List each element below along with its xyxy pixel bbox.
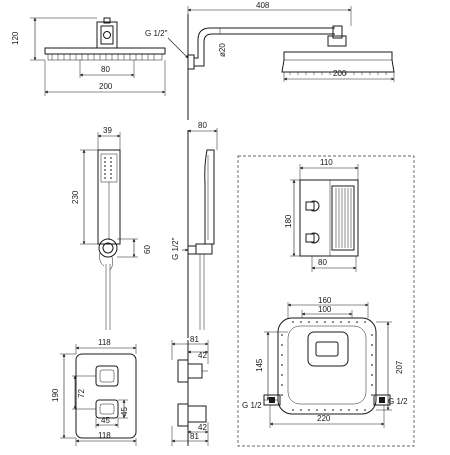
installation-box-region: 110 180 80 160 — [237, 155, 415, 447]
dim-207: 207 — [395, 360, 404, 374]
dim-80-box: 80 — [318, 258, 327, 267]
dim-80-head: 80 — [101, 65, 110, 74]
label-g12-left: G 1/2 — [242, 401, 262, 410]
label-g12-right: G 1/2 — [388, 397, 408, 406]
hand-shower-side-view: 80 G 1/2" — [171, 121, 218, 338]
dim-72: 72 — [77, 389, 86, 398]
dim-81-bottom: 81 — [190, 432, 199, 441]
dim-45-v: 45 — [120, 407, 129, 416]
dim-230: 230 — [71, 190, 80, 204]
dim-118-top: 118 — [98, 338, 111, 347]
dim-120: 120 — [11, 31, 20, 45]
label-g12-side: G 1/2" — [171, 237, 180, 260]
dashed-frame — [237, 155, 415, 447]
dim-200-head-right: 200 — [333, 69, 347, 78]
dim-118-bottom: 118 — [98, 431, 111, 440]
mixer-body-side: 110 180 80 — [284, 158, 359, 272]
dim-39: 39 — [103, 126, 112, 135]
mounting-box-front: 160 100 145 207 220 G 1/2 G 1/2 — [242, 296, 408, 428]
dim-160: 160 — [318, 296, 332, 305]
hand-shower-front-view: 39 230 60 — [71, 126, 152, 330]
perimeter-dots — [281, 321, 373, 411]
dim-42-top: 42 — [198, 351, 207, 360]
cover-plate-side-view: 81 42 42 81 — [171, 335, 209, 446]
dim-60: 60 — [143, 245, 152, 254]
dim-180: 180 — [284, 214, 293, 228]
dim-80-side: 80 — [198, 121, 207, 130]
shower-arm-side-view: 408 G 1/2" ø20 200 — [145, 1, 395, 120]
dim-100: 100 — [318, 305, 332, 314]
label-g12-arm: G 1/2" — [145, 29, 168, 38]
dim-145: 145 — [255, 358, 264, 372]
dim-190: 190 — [51, 388, 60, 402]
dim-42-bottom: 42 — [198, 423, 207, 432]
shower-head-front-view: 120 80 200 — [11, 17, 166, 96]
dim-200-head-left: 200 — [99, 82, 113, 91]
nozzle-row — [47, 53, 163, 61]
dim-110: 110 — [320, 158, 333, 167]
dim-45-h: 45 — [101, 416, 110, 425]
nozzle-row-side — [289, 72, 387, 75]
dim-408: 408 — [256, 1, 270, 10]
dim-81-top: 81 — [190, 335, 199, 344]
hatch — [335, 188, 352, 248]
spray-dots — [104, 157, 112, 179]
dim-d20: ø20 — [218, 43, 227, 57]
cover-plate-front-view: 118 190 72 45 45 118 — [51, 338, 137, 446]
dim-220: 220 — [317, 414, 331, 423]
